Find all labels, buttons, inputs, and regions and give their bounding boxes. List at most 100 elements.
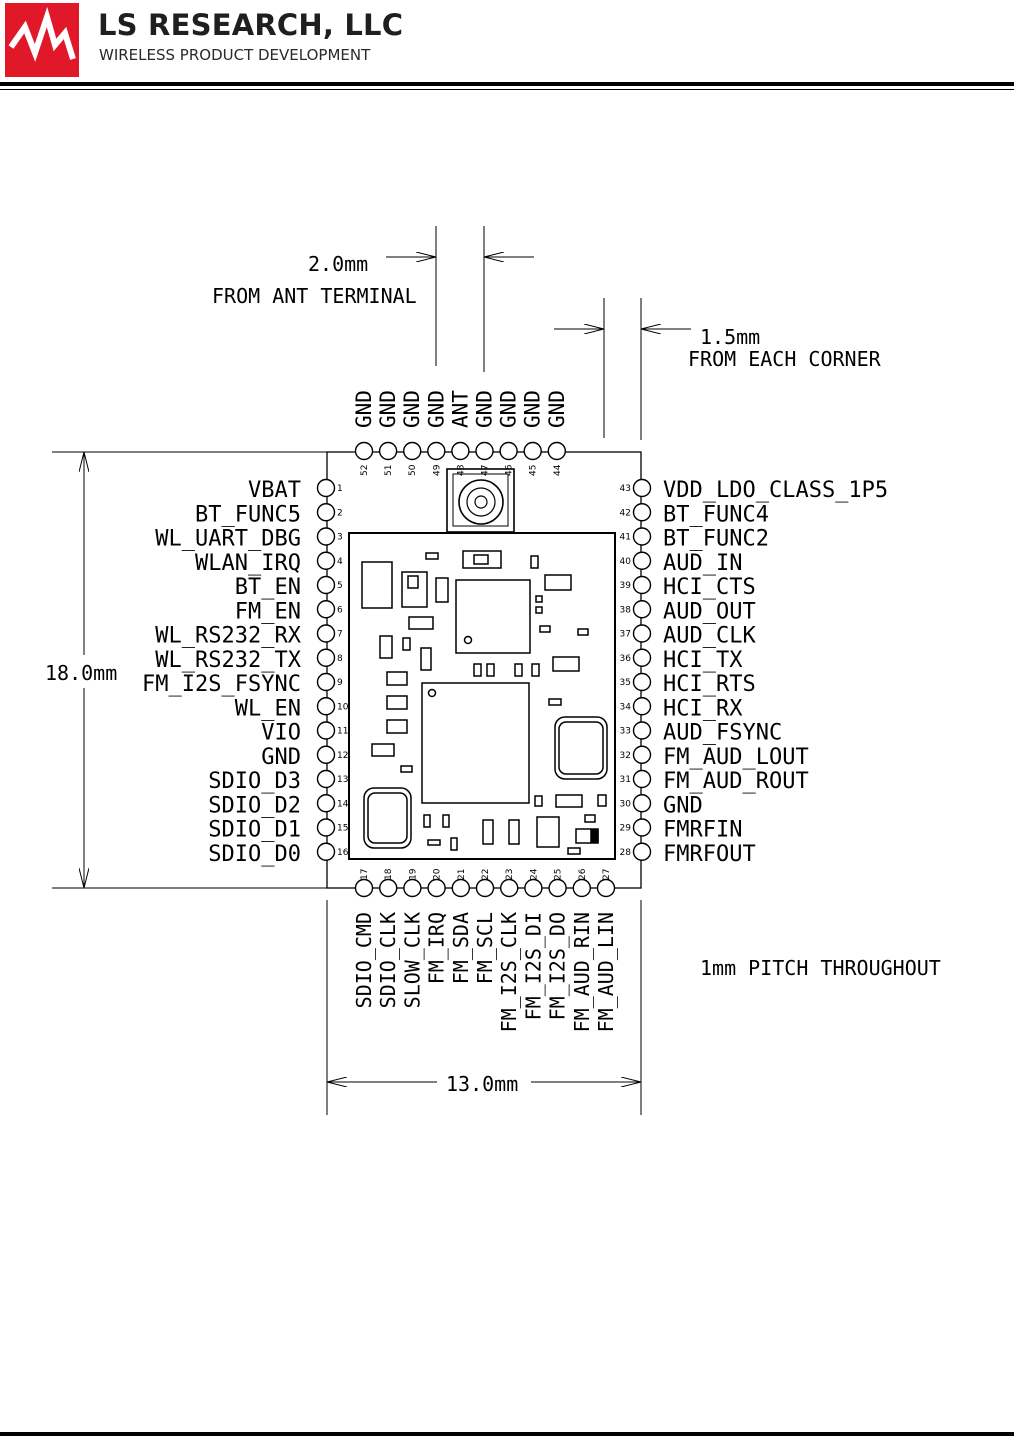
pin-number: 37 bbox=[620, 630, 631, 640]
pad bbox=[632, 478, 652, 498]
pin-label: AUD_IN bbox=[663, 551, 742, 576]
pin-number: 12 bbox=[337, 751, 348, 761]
pin-number: 6 bbox=[337, 605, 343, 615]
pin-label: GND bbox=[545, 390, 569, 428]
pin-label: HCI_TX bbox=[663, 648, 743, 673]
pad bbox=[316, 672, 336, 692]
pin-left-7: 7WL_RS232_RX bbox=[155, 624, 342, 649]
pad bbox=[499, 441, 518, 461]
pin-label: WLAN_IRQ bbox=[195, 551, 301, 576]
pad bbox=[632, 745, 652, 764]
pin-number: 2 bbox=[337, 508, 343, 518]
pin-number: 1 bbox=[337, 484, 343, 494]
pad bbox=[451, 441, 470, 461]
pin-number: 24 bbox=[529, 868, 539, 880]
pin-label: FM_AUD_ROUT bbox=[663, 769, 809, 794]
header-rule-thin bbox=[0, 89, 1014, 90]
pad bbox=[316, 600, 336, 619]
pad bbox=[572, 878, 591, 898]
pin-number: 46 bbox=[505, 464, 515, 476]
pin-label: GND bbox=[521, 390, 545, 428]
shield-can bbox=[348, 532, 616, 860]
pad bbox=[632, 818, 652, 837]
pin-number: 42 bbox=[620, 508, 631, 518]
pad bbox=[500, 878, 519, 898]
pad bbox=[632, 672, 652, 692]
pin-number: 22 bbox=[481, 869, 491, 880]
pin-right-31: 31 FM_AUD_ROUT bbox=[620, 769, 809, 794]
pad bbox=[596, 878, 616, 898]
pin-number: 21 bbox=[457, 869, 467, 880]
pin-label: SDIO_D3 bbox=[208, 769, 301, 794]
pin-label: FM_I2S_FSYNC bbox=[142, 672, 301, 697]
width-dimension-label: 13.0mm bbox=[446, 1072, 518, 1096]
pin-number: 16 bbox=[337, 848, 349, 858]
pin-number: 9 bbox=[337, 678, 343, 688]
pad bbox=[632, 697, 652, 716]
pin-label: SLOW_CLK bbox=[400, 912, 424, 1008]
pin-label: WL_RS232_TX bbox=[155, 648, 301, 673]
pin-label: WL_EN bbox=[235, 696, 301, 721]
pin-number: 31 bbox=[620, 775, 631, 785]
pin-label: VIO bbox=[261, 721, 301, 746]
pin-label: FM_AUD_LOUT bbox=[663, 745, 809, 770]
pcb-components bbox=[361, 550, 608, 855]
pad bbox=[547, 441, 566, 461]
pin-label: SDIO_CLK bbox=[376, 912, 400, 1008]
pin-number: 19 bbox=[408, 868, 418, 880]
pin-label: FMRFIN bbox=[663, 818, 742, 843]
pin-number: 18 bbox=[384, 868, 394, 880]
pad bbox=[548, 878, 567, 898]
pad bbox=[632, 527, 652, 546]
pad bbox=[316, 478, 336, 498]
pad bbox=[316, 503, 336, 522]
pin-number: 33 bbox=[620, 727, 631, 737]
height-dimension-label: 18.0mm bbox=[45, 661, 117, 685]
pin-label: GND bbox=[352, 390, 376, 428]
pin-label: GND bbox=[473, 390, 497, 428]
pin-number: 34 bbox=[620, 702, 632, 712]
dimension-corner-offset bbox=[554, 298, 691, 440]
pin-label: HCI_RX bbox=[663, 696, 743, 721]
pad bbox=[316, 697, 336, 716]
pin-number: 27 bbox=[602, 869, 612, 880]
pin-number: 48 bbox=[456, 464, 466, 476]
pin-number: 28 bbox=[620, 848, 632, 858]
pad bbox=[379, 878, 398, 898]
pad bbox=[632, 503, 652, 522]
pad bbox=[632, 575, 652, 595]
pin-left-12: 12 GND bbox=[261, 745, 348, 770]
pad bbox=[632, 769, 652, 789]
pin-label: VBAT bbox=[248, 478, 301, 503]
pin-label: GND bbox=[261, 745, 301, 770]
pin-number: 23 bbox=[505, 869, 515, 880]
pad bbox=[475, 441, 494, 461]
dimension-width bbox=[326, 900, 642, 1115]
pin-right-36: 36 HCI_TX bbox=[620, 648, 744, 673]
pin-number: 7 bbox=[337, 630, 343, 640]
antenna-connector bbox=[446, 468, 515, 533]
pin-label: AUD_FSYNC bbox=[663, 721, 782, 746]
pin-number: 36 bbox=[620, 654, 632, 664]
pin-number: 17 bbox=[360, 869, 370, 880]
company-tagline: WIRELESS PRODUCT DEVELOPMENT bbox=[99, 46, 371, 64]
